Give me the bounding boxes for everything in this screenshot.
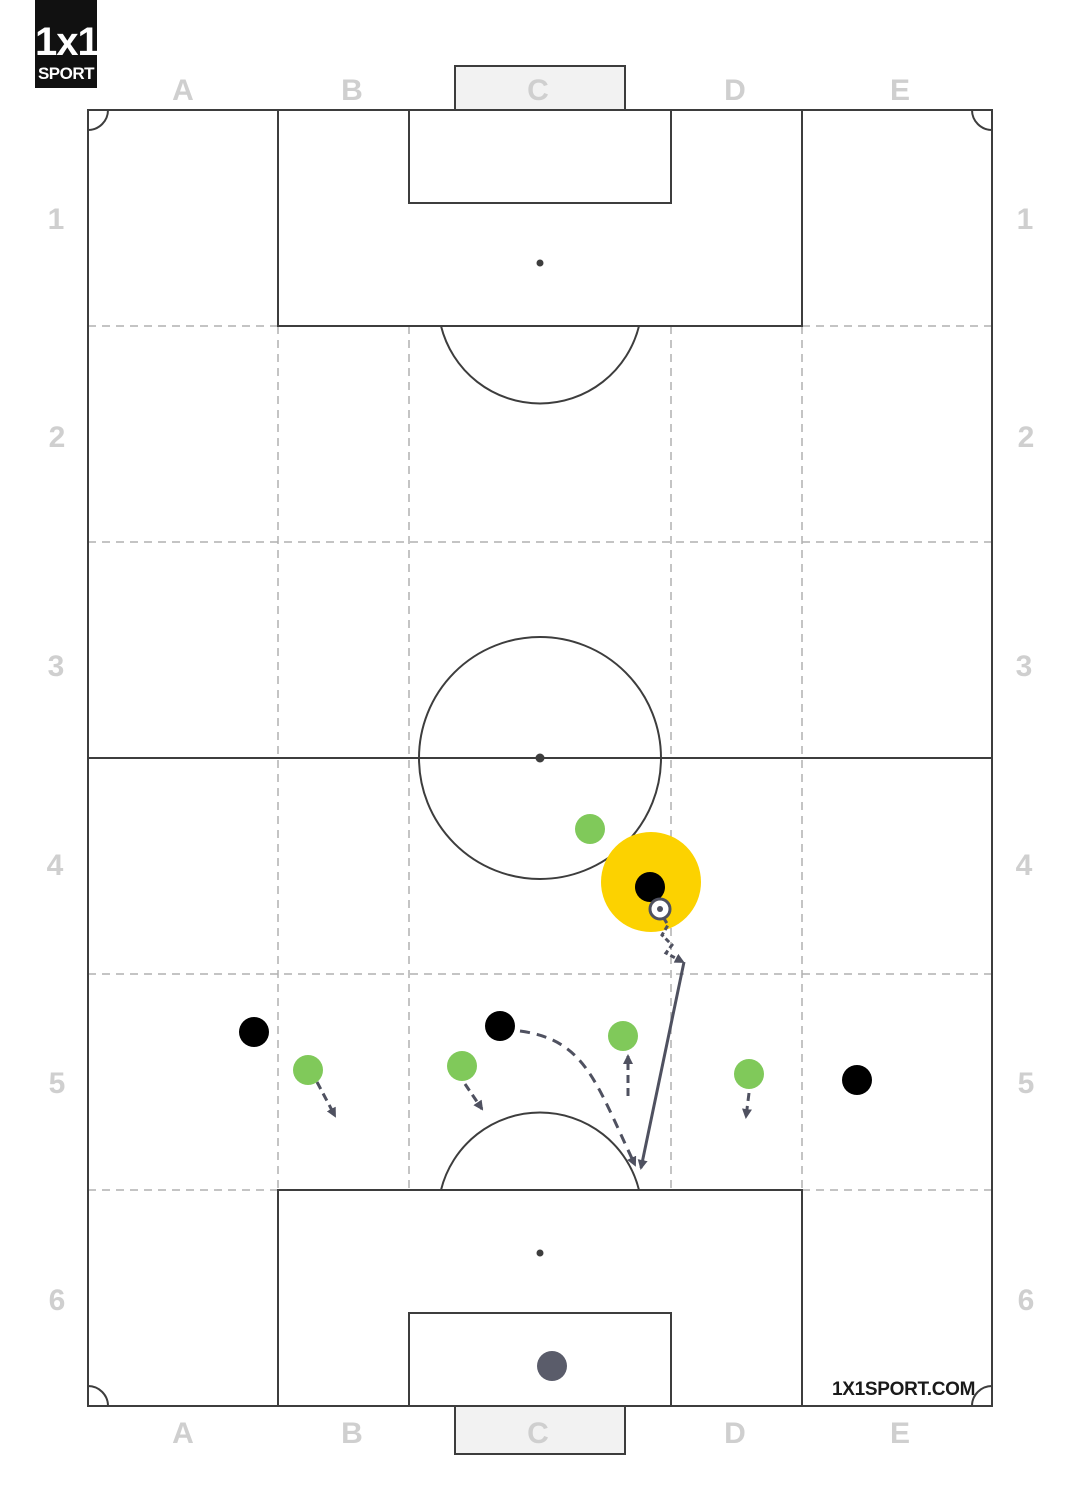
black-player[interactable] xyxy=(842,1065,872,1095)
column-label: E xyxy=(890,1417,910,1450)
pass-arrow xyxy=(637,961,686,1170)
green-player[interactable] xyxy=(608,1021,638,1051)
row-label: 5 xyxy=(1018,1067,1035,1100)
run-arrow xyxy=(315,1081,337,1118)
penalty-spot xyxy=(536,259,544,267)
green-player[interactable] xyxy=(447,1051,477,1081)
green-team xyxy=(293,814,764,1089)
row-labels: 1 2 3 4 5 6 1 2 3 4 5 6 xyxy=(47,203,1035,1317)
corner-arc xyxy=(87,109,109,131)
bottom-penalty-arc xyxy=(440,1111,640,1191)
row-label: 4 xyxy=(47,849,64,882)
row-label: 2 xyxy=(1018,421,1035,454)
logo-mark: 1x1 xyxy=(35,20,100,64)
green-player[interactable] xyxy=(734,1059,764,1089)
corner-arc xyxy=(971,109,993,131)
website-label: 1X1SPORT.COM xyxy=(832,1379,976,1400)
corner-arc xyxy=(971,1385,993,1407)
column-label: A xyxy=(172,74,194,107)
black-player[interactable] xyxy=(485,1011,515,1041)
column-label: B xyxy=(341,74,363,107)
row-label: 4 xyxy=(1016,849,1033,882)
goalkeeper[interactable] xyxy=(537,1351,567,1381)
row-label: 1 xyxy=(48,203,65,236)
row-label: 6 xyxy=(49,1284,66,1317)
column-label: B xyxy=(341,1417,363,1450)
penalty-spot xyxy=(536,1249,544,1257)
top-goal-area xyxy=(408,109,672,204)
green-player[interactable] xyxy=(575,814,605,844)
row-label: 3 xyxy=(48,650,65,683)
top-goal xyxy=(454,65,626,111)
column-label: D xyxy=(724,74,746,107)
run-arrow xyxy=(519,1029,637,1167)
row-label: 1 xyxy=(1017,203,1034,236)
green-player[interactable] xyxy=(293,1055,323,1085)
column-labels: A B C D E A B C D E xyxy=(172,74,910,1450)
movement-arrows xyxy=(315,911,752,1170)
black-team xyxy=(239,872,872,1095)
brand-logo: 1x1 SPORT xyxy=(35,0,100,88)
row-label: 3 xyxy=(1016,650,1033,683)
column-label: A xyxy=(172,1417,194,1450)
column-label: D xyxy=(724,1417,746,1450)
column-label: E xyxy=(890,74,910,107)
run-arrow xyxy=(463,1083,484,1111)
top-penalty-arc xyxy=(440,325,640,405)
top-penalty-area xyxy=(277,109,803,327)
run-arrow xyxy=(742,1092,752,1119)
dribble-arrow xyxy=(658,911,685,964)
row-label: 6 xyxy=(1018,1284,1035,1317)
ball-icon[interactable] xyxy=(648,897,672,921)
corner-arc xyxy=(87,1385,109,1407)
center-spot xyxy=(535,753,545,763)
center-circle xyxy=(418,636,662,880)
black-player[interactable] xyxy=(635,872,665,902)
bottom-goal xyxy=(454,1405,626,1455)
column-label: C xyxy=(527,74,549,107)
black-player[interactable] xyxy=(239,1017,269,1047)
column-label: C xyxy=(527,1417,549,1450)
logo-text: SPORT xyxy=(37,64,95,83)
bottom-goal-area xyxy=(408,1312,672,1407)
row-label: 2 xyxy=(49,421,66,454)
row-label: 5 xyxy=(49,1067,66,1100)
pitch-markings xyxy=(87,109,993,1407)
